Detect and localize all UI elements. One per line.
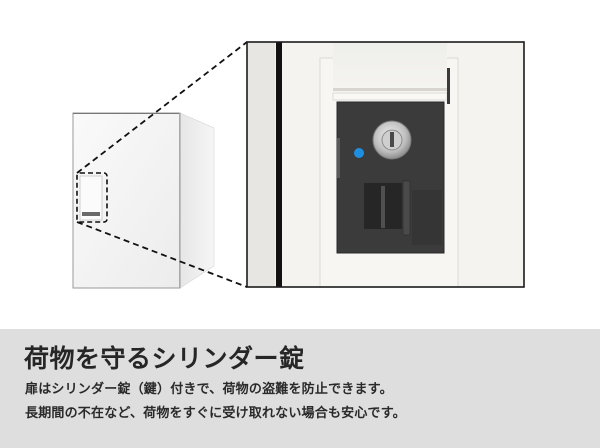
indicator-led-icon (354, 148, 364, 158)
product-illustration (72, 41, 525, 289)
caption-line-1: 扉はシリンダー錠（鍵）付きで、荷物の盗難を防止できます。 (25, 382, 393, 397)
caption-line-2: 長期間の不在など、荷物をすぐに受け取れない場合も安心です。 (25, 406, 406, 421)
latch-bar (402, 180, 411, 236)
delivery-box-overview (72, 112, 215, 289)
caption-title: 荷物を守るシリンダー錠 (24, 344, 305, 373)
caption-band: 荷物を守るシリンダー錠 扉はシリンダー錠（鍵）付きで、荷物の盗難を防止できます。… (0, 329, 600, 448)
zoom-projection-lines (76, 41, 248, 288)
lock-detail-closeup (246, 41, 525, 288)
